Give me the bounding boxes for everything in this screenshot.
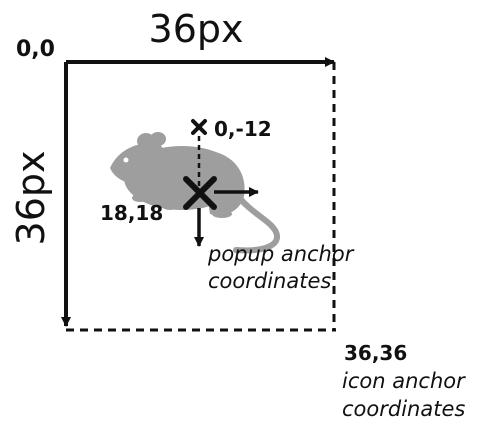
width-dimension-label: 36px [149, 7, 244, 51]
popup-anchor-label-line2: coordinates [208, 269, 331, 293]
icon-anchor-label-line1: icon anchor [342, 369, 466, 393]
rat-eye [123, 157, 129, 163]
small-x-icon [191, 119, 207, 135]
origin-label: 0,0 [16, 37, 55, 62]
center-label: 18,18 [100, 201, 163, 225]
height-dimension-label: 36px [9, 151, 53, 246]
popup-offset-label: 0,-12 [214, 117, 272, 141]
x-cross-icon [183, 176, 217, 210]
rat-silhouette-icon [110, 132, 245, 218]
icon-anchor-label-line2: coordinates [342, 397, 465, 421]
popup-anchor-label-line1: popup anchor [207, 242, 355, 266]
corner-label: 36,36 [344, 341, 407, 365]
rat-tail [233, 193, 281, 254]
